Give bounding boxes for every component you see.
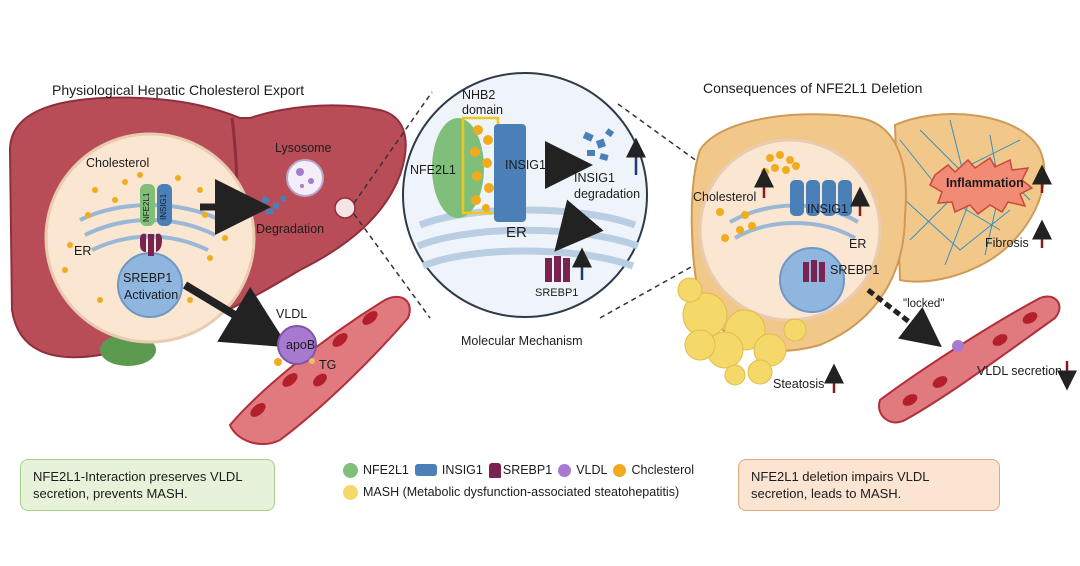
center-nfe2l1-label: NFE2L1 [410, 163, 456, 177]
locked-arrow [866, 288, 942, 348]
fibrosis-label: Fibrosis [985, 236, 1029, 250]
legend-item-cholesterol: Chclesterol [613, 463, 694, 477]
inflammation-label: Inflammation [946, 176, 1024, 190]
legend-item-srebp1: SREBP1 [488, 462, 552, 478]
cholesterol-swatch-icon [613, 463, 627, 477]
left-export-arrow [182, 281, 289, 348]
srebp1-swatch-icon [488, 462, 501, 478]
center-er-label: ER [506, 224, 527, 241]
right-srebp1-label: SREBP1 [830, 263, 880, 277]
right-summary-box: NFE2L1 deletion impairs VLDL secretion, … [738, 459, 1000, 511]
vldl-secretion-label: VLDL secretion [977, 364, 1062, 378]
vldl-label: VLDL [276, 307, 308, 321]
left-panel-title: Physiological Hepatic Cholesterol Export [52, 82, 305, 98]
left-summary-box: NFE2L1-Interaction preserves VLDL secret… [20, 459, 275, 511]
center-srebp1-label: SREBP1 [535, 287, 579, 299]
legend-row-1: NFE2L1 INSIG1 SREBP1 VLDL Chclesterol [343, 459, 700, 481]
molecular-mechanism-circle [402, 72, 648, 318]
vldl-particle [274, 325, 317, 366]
left-cholesterol-label: Cholesterol [86, 156, 150, 170]
left-srebp1-label: SREBP1 [123, 271, 173, 285]
vldl-swatch-icon [558, 463, 572, 477]
lysosome [286, 159, 324, 197]
legend-item-mash: MASH (Metabolic dysfunction-associated s… [343, 484, 679, 500]
right-cholesterol-label: Cholesterol [693, 190, 757, 204]
left-activation-label: Activation [124, 288, 179, 302]
right-panel-title: Consequences of NFE2L1 Deletion [703, 80, 923, 96]
locked-label: "locked" [903, 298, 945, 310]
inflammation-burst [929, 156, 1034, 216]
left-cholesterol-dots [62, 172, 228, 303]
right-blood-vessel [878, 295, 1061, 424]
lysosome-label: Lysosome [275, 141, 332, 155]
insig1-degradation-label: INSIG1 degradation [574, 171, 641, 201]
steatosis-label: Steatosis [773, 377, 825, 391]
molecular-mechanism-caption: Molecular Mechanism [461, 334, 583, 348]
right-insig1-label: INSIG1 [807, 202, 848, 216]
mash-swatch-icon [343, 484, 358, 500]
degradation-label: Degradation [256, 222, 325, 236]
nhb2-domain-label: NHB2 domain [462, 88, 503, 117]
nfe2l1-swatch-icon [343, 462, 358, 478]
right-er-label: ER [849, 237, 867, 251]
legend-item-nfe2l1: NFE2L1 [343, 462, 409, 478]
tg-label: TG [319, 358, 337, 372]
legend-item-insig1: INSIG1 [414, 463, 483, 477]
apob-label: apoB [286, 338, 316, 352]
center-insig1-label: INSIG1 [505, 158, 546, 172]
steatosis-droplets [677, 277, 807, 386]
legend: NFE2L1 INSIG1 SREBP1 VLDL Chclesterol MA… [343, 459, 700, 503]
legend-row-2: MASH (Metabolic dysfunction-associated s… [343, 481, 700, 503]
legend-item-vldl: VLDL [558, 463, 607, 477]
right-up-arrows [754, 164, 1077, 393]
right-hepatocyte [690, 113, 907, 352]
left-nfe2l1-insig1-complex [140, 184, 172, 226]
insig1-swatch-icon [414, 464, 437, 476]
left-srebp1-protein [140, 233, 162, 256]
left-er-label: ER [74, 244, 92, 258]
